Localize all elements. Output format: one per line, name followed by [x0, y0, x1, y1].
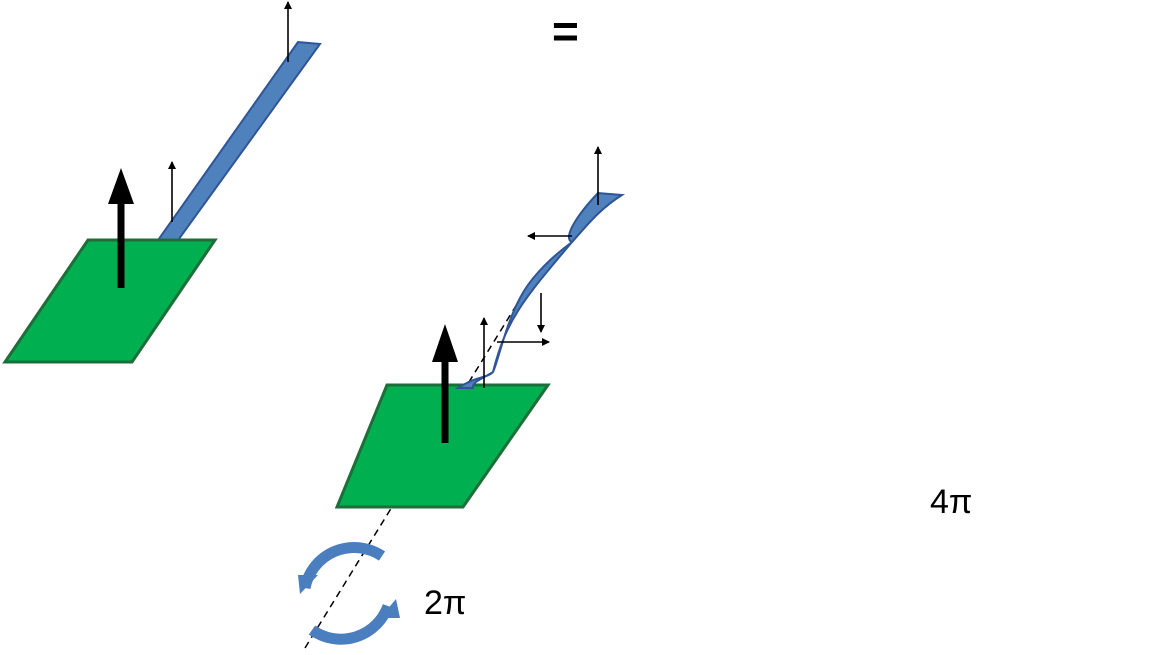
rotation-2pi-label: 2π	[424, 584, 467, 622]
orientation-arrow-bold	[432, 324, 458, 443]
twisted-belt-2pi	[454, 191, 626, 389]
rotation-4pi-label: 4π	[930, 483, 973, 521]
state-2pi-twist	[298, 146, 626, 649]
equivalence-label: =	[552, 5, 579, 57]
belt-ribbon-straight	[154, 40, 322, 244]
plate-left	[2, 238, 218, 364]
plate-middle	[334, 383, 551, 509]
state-untwisted	[2, 1, 322, 364]
orientation-arrow-bold	[108, 168, 134, 288]
rotation-icon	[298, 541, 400, 645]
